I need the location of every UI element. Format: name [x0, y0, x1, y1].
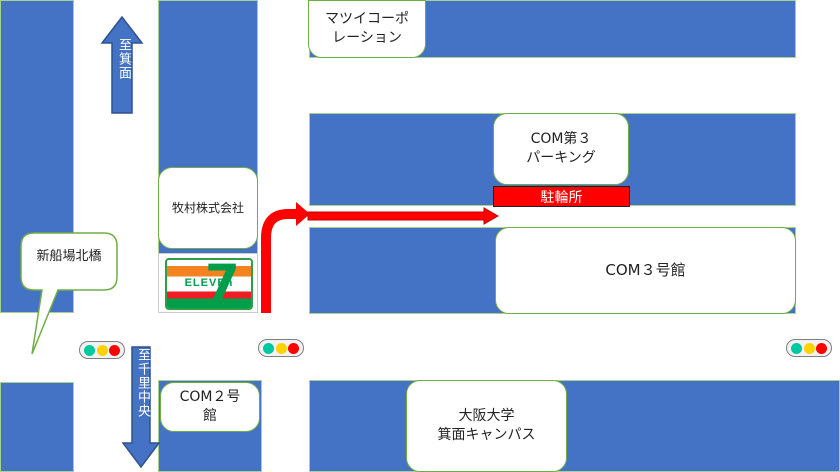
traffic-light-red	[288, 342, 300, 354]
traffic-light-yellow	[803, 342, 815, 354]
traffic-light-west	[79, 341, 125, 359]
label-osaka-univ-minoh: 大阪大学 箕面キャンパス	[406, 380, 567, 472]
traffic-light-red	[109, 344, 121, 356]
arrow-down-icon	[121, 346, 161, 469]
traffic-light-east	[786, 339, 832, 357]
block-west-bottom	[0, 382, 74, 472]
label-makimura: 牧村株式会社	[158, 167, 258, 249]
label-com2-building: COM２号 館	[160, 382, 260, 432]
label-com3-building: COM３号館	[495, 227, 796, 314]
logo-numeral: 7	[205, 258, 240, 310]
block-south-campus	[309, 380, 840, 472]
route-arrow-icon	[261, 202, 500, 313]
speech-bubble-pointer	[20, 232, 118, 355]
seven-eleven-logo: 7 ELEVEn	[158, 253, 258, 313]
traffic-light-yellow	[96, 344, 108, 356]
traffic-light-green	[83, 344, 95, 356]
label-com3-parking: COM第３ パーキング	[493, 113, 629, 185]
label-matsui-corporation: マツイコーポ レーション	[308, 0, 426, 58]
direction-to-minoh: 至箕面	[116, 38, 131, 80]
bicycle-parking-tag: 駐輪所	[493, 186, 630, 207]
traffic-light-green	[262, 342, 274, 354]
label-shinfunaba-bridge: 新船場北橋	[36, 249, 102, 264]
direction-to-senri-chuo: 至千里中央	[135, 348, 150, 418]
traffic-light-yellow	[275, 342, 287, 354]
traffic-light-green	[790, 342, 802, 354]
traffic-light-center	[258, 339, 304, 357]
arrow-up-icon	[100, 15, 144, 114]
logo-brand-text: ELEVEn	[184, 277, 234, 289]
traffic-light-red	[816, 342, 828, 354]
